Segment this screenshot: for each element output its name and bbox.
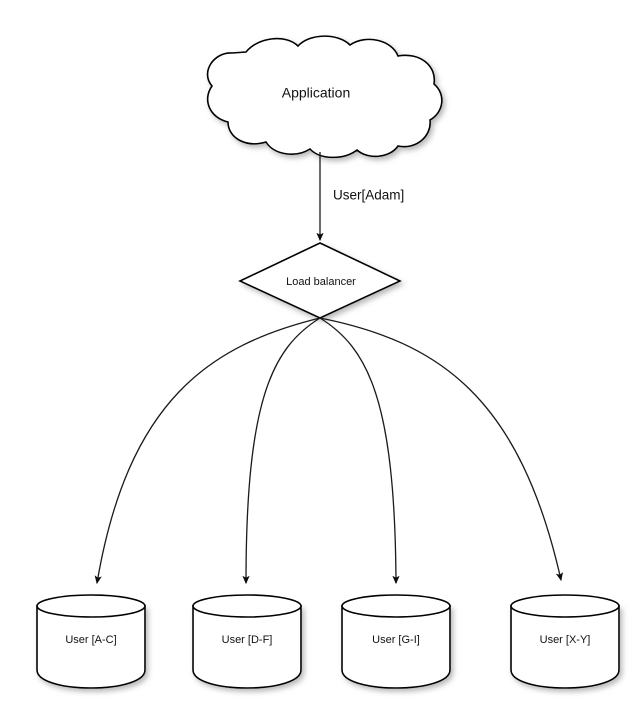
node-database-1[interactable]: User [A-C] <box>36 594 146 689</box>
database-icon <box>510 605 620 689</box>
edge-lb-to-db-4-path <box>319 317 563 582</box>
edge-app-to-lb-label: User[Adam] <box>333 188 404 203</box>
application-label: Application <box>282 85 351 101</box>
database-icon <box>36 605 146 689</box>
database-icon <box>341 605 451 689</box>
database-icon <box>192 605 302 689</box>
database-top-ellipse <box>192 594 302 618</box>
database-top-ellipse <box>341 594 451 618</box>
database-2-label: User [D-F] <box>222 634 273 646</box>
edge-lb-to-db-3-path <box>319 317 400 585</box>
node-database-4[interactable]: User [X-Y] <box>510 594 620 689</box>
node-application[interactable]: Application <box>206 35 443 159</box>
node-database-2[interactable]: User [D-F] <box>192 594 302 689</box>
edge-app-to-lb[interactable]: User[Adam] <box>316 152 404 242</box>
edge-lb-to-db-1[interactable] <box>94 317 321 585</box>
node-load-balancer[interactable]: Load balancer <box>238 242 402 319</box>
node-database-3[interactable]: User [G-I] <box>341 594 451 689</box>
edge-lb-to-db-3[interactable] <box>319 317 400 585</box>
database-3-label: User [G-I] <box>372 634 420 646</box>
cloud-icon <box>206 35 443 159</box>
database-4-label: User [X-Y] <box>540 634 591 646</box>
database-top-ellipse <box>510 594 620 618</box>
edge-lb-to-db-2-path <box>242 317 321 585</box>
load-balancer-label: Load balancer <box>286 276 356 288</box>
edge-lb-to-db-1-path <box>94 317 321 585</box>
database-top-ellipse <box>36 594 146 618</box>
database-1-label: User [A-C] <box>65 634 116 646</box>
edge-lb-to-db-4[interactable] <box>319 317 563 582</box>
edge-lb-to-db-2[interactable] <box>242 317 321 585</box>
